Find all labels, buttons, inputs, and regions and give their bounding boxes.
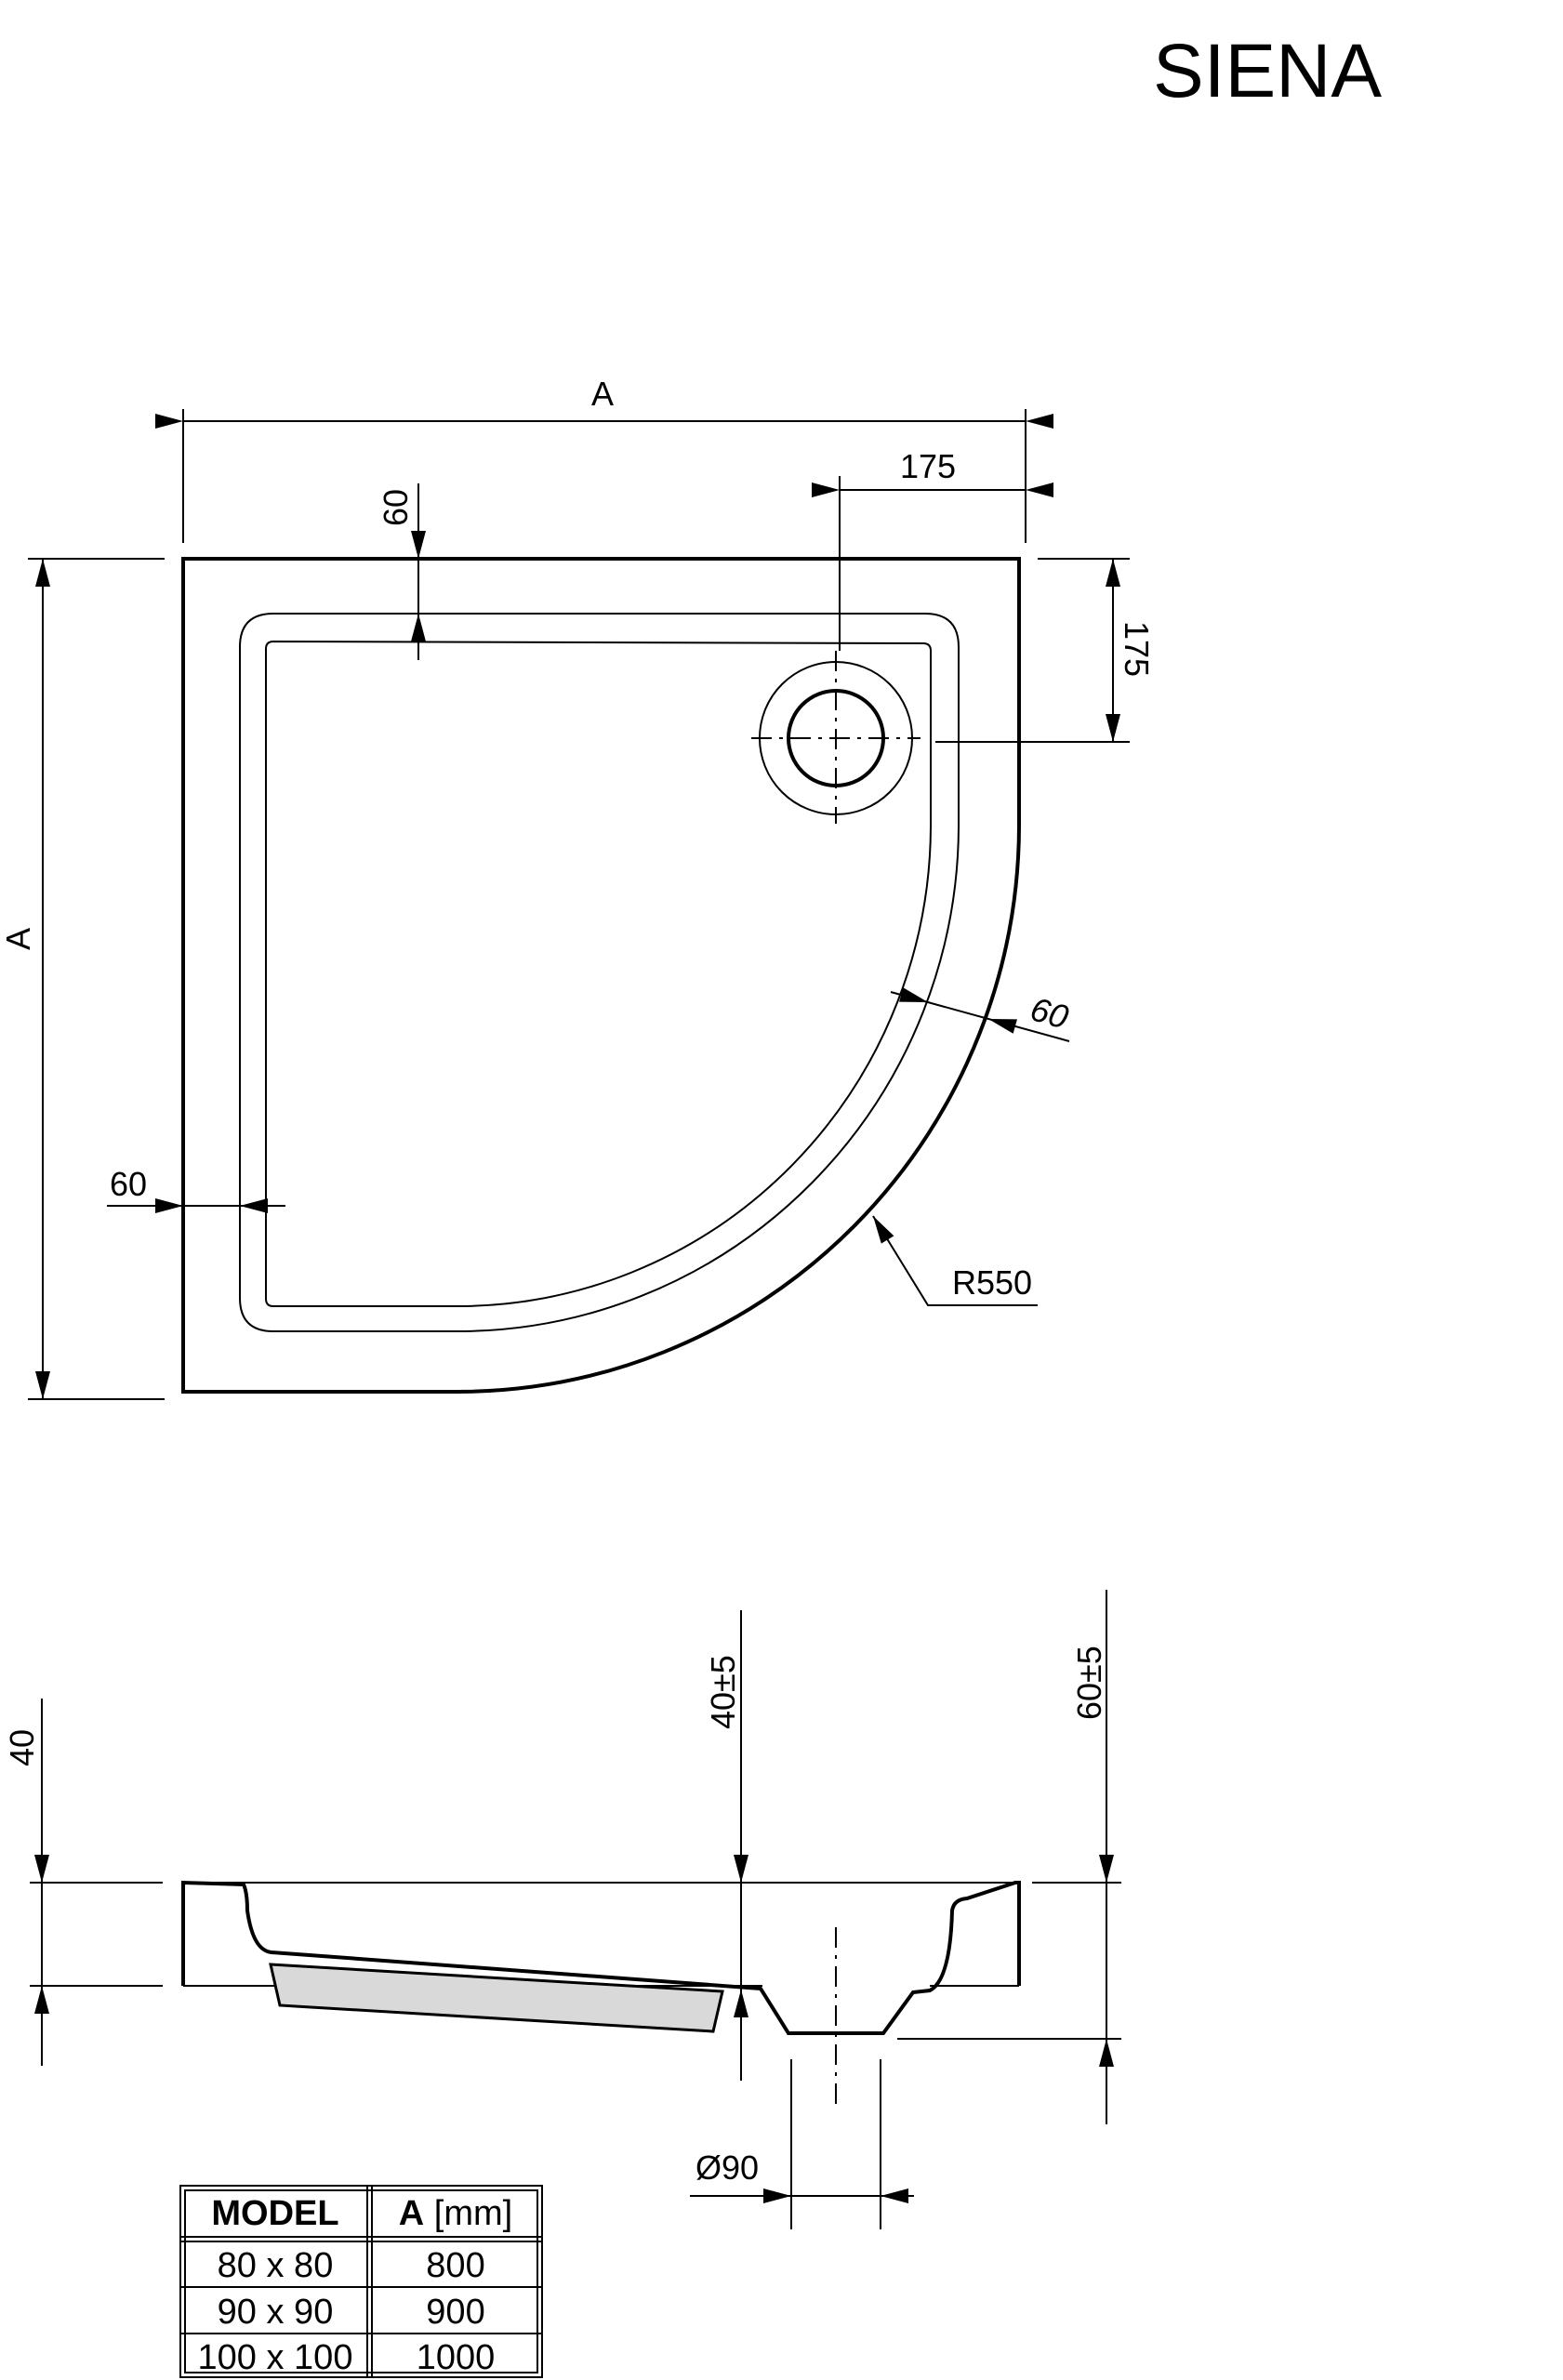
dim-rim-height-label: 40	[3, 1729, 41, 1766]
arrow-icon	[1106, 559, 1120, 587]
table-cell-model: 90 x 90	[218, 2293, 334, 2332]
arrow-icon	[1099, 1855, 1114, 1883]
arrow-icon	[35, 559, 50, 587]
table-header-a-unit: [mm]	[424, 2194, 512, 2233]
dim-rim-left-label: 60	[110, 1165, 147, 1203]
arrow-icon	[734, 1855, 748, 1883]
dim-depth-label: A	[0, 928, 37, 950]
dim-total-height-label: 60±5	[1070, 1646, 1108, 1720]
basin-outline	[265, 640, 932, 1307]
dim-drain-height-label: 40±5	[704, 1655, 742, 1729]
arrow-icon	[155, 1198, 183, 1213]
arrow-icon	[411, 531, 426, 559]
radius-leader	[872, 1215, 1038, 1306]
product-title: SIENA	[1153, 29, 1382, 113]
arrow-icon	[240, 1198, 268, 1213]
dim-drain-x-label: 175	[900, 447, 956, 485]
dim-rim-curved-label: 60	[1027, 989, 1073, 1036]
arrow-icon	[34, 1986, 49, 2014]
section-view: 40 40±5 60±5 Ø90	[3, 1590, 1121, 2229]
dim-drain-diameter-label: Ø90	[695, 2149, 759, 2187]
dim-drain-y-label: 175	[1118, 621, 1156, 677]
arrow-icon	[35, 1371, 50, 1399]
arrow-icon	[1026, 414, 1053, 429]
arrow-icon	[734, 1990, 748, 2017]
arrow-icon	[881, 2188, 908, 2203]
tray-profile	[181, 1880, 1021, 2035]
table-header-a: A [mm]	[399, 2194, 512, 2233]
arrow-icon	[411, 614, 426, 641]
arrow-icon	[34, 1855, 49, 1883]
rim-outline	[239, 613, 960, 1332]
table-cell-a: 1000	[417, 2338, 496, 2377]
dim-width-label: A	[591, 375, 614, 413]
dim-radius-label: R550	[952, 1263, 1032, 1302]
table-cell-a: 900	[426, 2293, 484, 2332]
arrow-icon	[1099, 2039, 1114, 2067]
arrow-icon	[873, 1216, 894, 1244]
dim-rim-top-label: 60	[377, 489, 415, 526]
table-header-model: MODEL	[211, 2194, 338, 2233]
table-cell-a: 800	[426, 2246, 484, 2285]
arrow-icon	[899, 987, 928, 1002]
arrow-icon	[763, 2188, 791, 2203]
plan-view: A 175 60 A 175 60 60	[0, 375, 1156, 1400]
arrow-icon	[812, 483, 840, 497]
tray-outline	[181, 557, 1021, 1394]
model-table: MODEL A [mm] 80 x 80 800 90 x 90 900 100…	[179, 2185, 543, 2378]
arrow-icon	[988, 1019, 1017, 1034]
arrow-icon	[155, 414, 183, 429]
arrow-icon	[1026, 483, 1053, 497]
arrow-icon	[1106, 714, 1120, 742]
table-header-a-bold: A	[399, 2194, 424, 2233]
support-frame	[269, 1963, 724, 2033]
table-cell-model: 80 x 80	[218, 2246, 334, 2285]
table-cell-model: 100 x 100	[198, 2338, 353, 2377]
